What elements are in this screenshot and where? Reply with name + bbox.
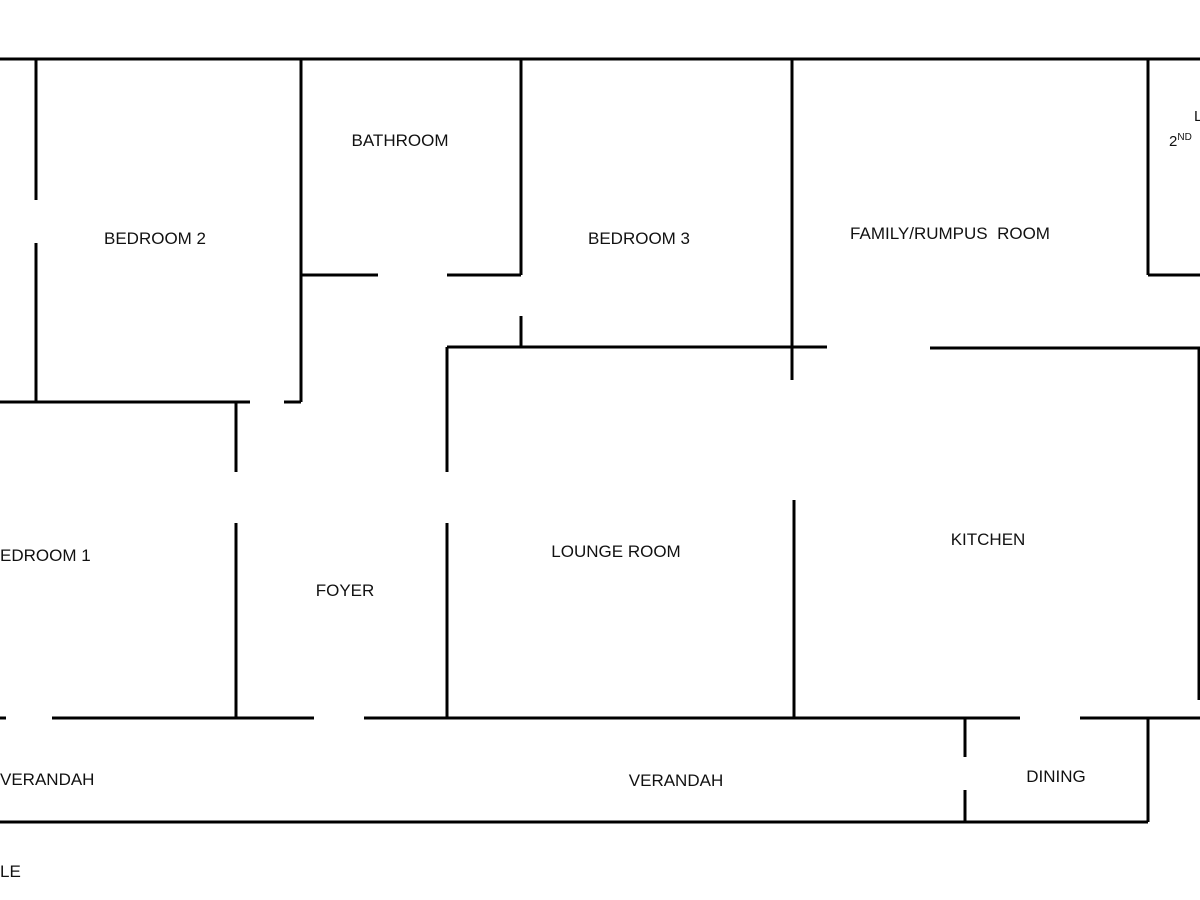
label-laundry-2nd: 2ND	[1169, 132, 1192, 150]
walls	[0, 57, 1200, 824]
label-bathroom: BATHROOM	[352, 131, 449, 150]
label-foyer: FOYER	[316, 581, 375, 600]
label-lounge-room: LOUNGE ROOM	[551, 542, 680, 561]
label-footer-fragment: LE	[0, 862, 21, 881]
label-family-rumpus-room: FAMILY/RUMPUS ROOM	[850, 224, 1050, 243]
label-bedroom-3: BEDROOM 3	[588, 229, 690, 248]
label-bedroom-2: BEDROOM 2	[104, 229, 206, 248]
label-dining: DINING	[1026, 767, 1086, 786]
label-verandah-main: VERANDAH	[629, 771, 723, 790]
label-verandah-left: VERANDAH	[0, 770, 94, 789]
label-kitchen: KITCHEN	[951, 530, 1026, 549]
label-laundry-fragment: L	[1194, 108, 1200, 125]
room-labels: BEDROOM 2 BATHROOM BEDROOM 3 FAMILY/RUMP…	[0, 108, 1200, 881]
label-bedroom-1: EDROOM 1	[0, 546, 91, 565]
